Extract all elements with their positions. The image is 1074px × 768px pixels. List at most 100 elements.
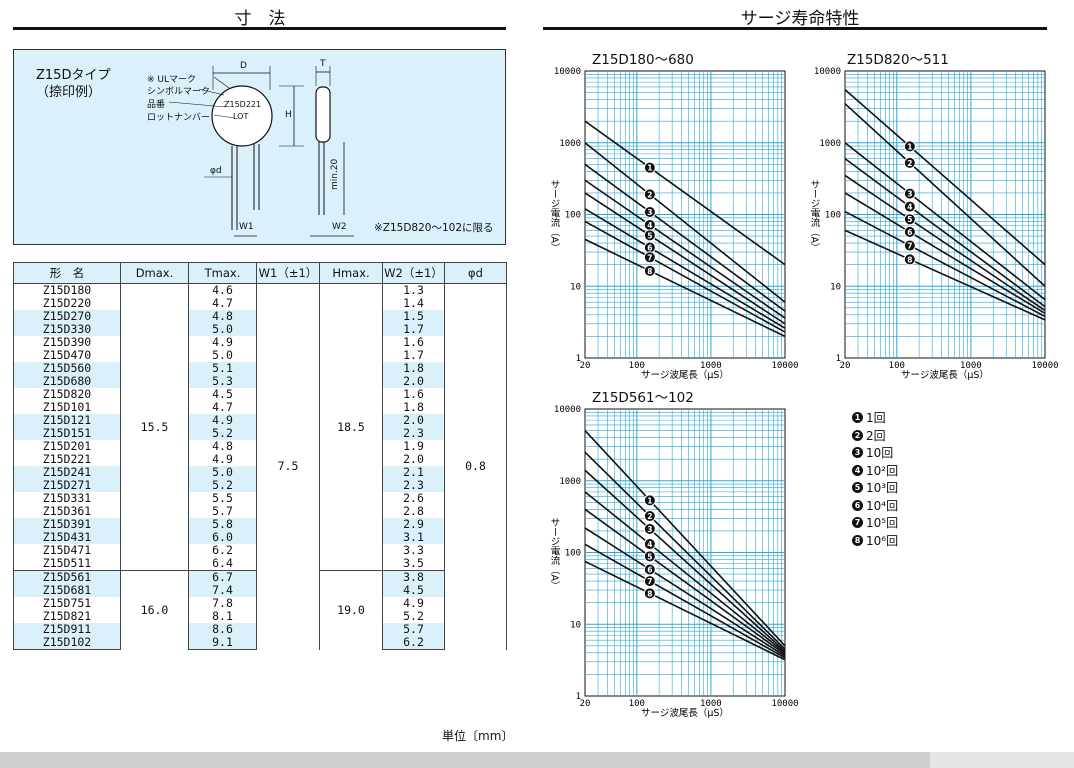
x-tick-label: 1000 (960, 361, 982, 371)
series-marker-label: 5 (647, 552, 652, 561)
table-cell: 2.9 (382, 518, 445, 531)
series-marker (643, 494, 656, 507)
table-cell: 6.2 (382, 636, 445, 650)
series-marker-label: 8 (647, 267, 652, 276)
series-line (844, 210, 1046, 318)
legend-label: 10³回 (866, 481, 899, 495)
dimension-header-rule (13, 27, 506, 30)
dim-W2-label: W2 (332, 222, 347, 232)
series-marker-label: 2 (647, 190, 652, 199)
table-cell: 8.1 (188, 610, 257, 623)
table-cell: 4.8 (188, 310, 257, 323)
unit-label: 単位〔mm〕 (442, 729, 514, 743)
table-cell: 3.8 (382, 570, 445, 584)
surge-life-header-rule (543, 27, 1047, 30)
table-cell: 1.5 (382, 310, 445, 323)
table-cell: 18.5 (319, 283, 383, 571)
table-cell: Z15D220 (13, 297, 121, 310)
series-marker (643, 188, 656, 201)
legend-label: 10²回 (866, 463, 899, 478)
y-tick-label: 1 (576, 354, 581, 364)
table-cell: 16.0 (120, 570, 189, 650)
table-cell: 3.1 (382, 531, 445, 544)
legend-marker-icon: 5 (852, 482, 863, 493)
body-part-text: Z15D221 (224, 100, 262, 109)
x-tick-label: 20 (580, 699, 591, 709)
x-tick-label: 20 (580, 361, 591, 371)
legend-marker-icon: 2 (852, 429, 863, 441)
table-cell: 5.7 (188, 505, 257, 518)
table-cell: Z15D271 (13, 479, 121, 492)
dim-min20-label: min.20 (330, 158, 340, 190)
series-line (584, 142, 786, 303)
y-tick-label: 1 (576, 692, 581, 702)
series-marker-label: 3 (647, 208, 652, 217)
legend-label: 10⁶回 (866, 533, 899, 548)
table-cell: 5.0 (188, 349, 257, 362)
dimension-header: 寸 法 (234, 9, 286, 29)
x-tick-label: 100 (629, 361, 645, 371)
table-cell: 5.3 (188, 375, 257, 388)
table-cell: 4.7 (188, 297, 257, 310)
table-cell: Z15D390 (13, 336, 121, 349)
series-line (584, 163, 786, 312)
table-cell: 5.7 (382, 623, 445, 636)
table-cell: Z15D201 (13, 440, 121, 453)
series-line (844, 89, 1046, 266)
table-cell: 2.0 (382, 375, 445, 388)
table-cell: 2.0 (382, 453, 445, 466)
table-row: Z15D102 9.1 6.2 (13, 636, 507, 650)
table-cell: 5.0 (188, 466, 257, 479)
legend-label: 2回 (866, 428, 886, 443)
series-line (584, 179, 786, 319)
table-cell: 2.3 (382, 427, 445, 440)
series-marker-label: 2 (647, 512, 652, 521)
table-cell: Z15D102 (13, 636, 121, 650)
table-cell: 8.6 (188, 623, 257, 636)
series-marker (643, 251, 656, 264)
x-tick-label: 20 (840, 361, 851, 371)
series-marker (903, 140, 916, 153)
legend-label: 10⁵回 (866, 516, 899, 530)
series-marker (903, 253, 916, 266)
table-cell: 9.1 (188, 636, 257, 650)
series-line (584, 543, 786, 659)
table-cell: 1.8 (382, 362, 445, 375)
dim-W1-label: W1 (239, 222, 254, 232)
table-cell: Z15D180 (13, 283, 121, 297)
table-cell: 4.5 (382, 584, 445, 597)
table-cell: 4.7 (188, 401, 257, 414)
table-cell: 1.6 (382, 388, 445, 401)
series-marker-label: 8 (647, 589, 652, 598)
x-tick-label: 10000 (771, 699, 798, 709)
series-line (844, 103, 1046, 287)
table-cell: Z15D151 (13, 427, 121, 440)
series-marker (643, 264, 656, 277)
legend-marker-icon: 7 (852, 517, 863, 528)
symbol-mark-label: シンボルマーク (147, 87, 211, 97)
x-tick-label: 10000 (771, 361, 798, 371)
table-cell: 2.1 (382, 466, 445, 479)
table-cell: 7.8 (188, 597, 257, 610)
series-marker (903, 225, 916, 238)
table-cell: Z15D431 (13, 531, 121, 544)
table-cell: 5.5 (188, 492, 257, 505)
y-axis-label: サージ電流（A） (549, 180, 561, 253)
table-cell: 3.3 (382, 544, 445, 557)
series-marker (903, 187, 916, 200)
series-marker-label: 8 (907, 255, 912, 264)
legend-marker-icon: 6 (852, 499, 863, 511)
series-marker-label: 1 (647, 164, 652, 173)
table-cell: Z15D561 (13, 570, 121, 584)
series-line (844, 229, 1046, 321)
table-cell: Z15D751 (13, 597, 121, 610)
type-subtitle: （捺印例） (36, 85, 102, 100)
